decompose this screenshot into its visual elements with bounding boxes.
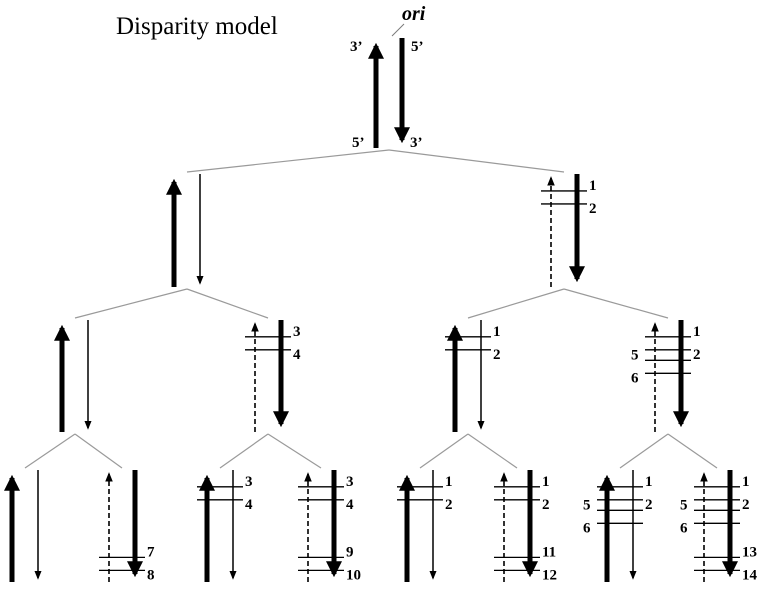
diagram-title: Disparity model [116,13,278,40]
branch-line [467,433,518,469]
mutation-label-1: 1 [493,324,501,340]
strand-end-top-right: 5’ [411,39,424,55]
mutation-label-1: 1 [693,324,701,340]
strand-end-bottom-right: 3’ [410,135,423,151]
origin-label: ori [402,3,426,25]
duplex-gen2-4: 1 2 5 6 [631,320,701,432]
branch-line [419,433,469,469]
branch-line [467,288,565,319]
mutation-label-3: 3 [245,474,253,490]
mutation-label-13: 13 [742,544,757,560]
duplex-gen3-7: 1 2 5 6 [583,470,653,582]
mutation-label-6: 6 [631,370,639,386]
mutation-label-8: 8 [147,567,155,583]
mutation-label-2: 2 [542,497,550,513]
branch-line [219,433,269,469]
mutation-label-2: 2 [493,347,501,363]
mutation-label-6: 6 [680,520,688,536]
mutation-label-1: 1 [542,474,550,490]
duplex-gen3-5: 12 [397,470,453,582]
branch-line [74,288,188,319]
mutation-label-14: 14 [742,567,758,583]
branch-line [186,149,390,173]
branch-line [619,433,669,469]
strand-end-top-left: 3’ [350,39,363,55]
branch-line [267,433,322,469]
mutation-label-9: 9 [346,544,354,560]
branch-line [563,288,669,319]
mutation-label-6: 6 [583,520,591,536]
duplex-gen2-2: 34 [245,320,301,432]
origin-leader-line [391,23,405,37]
mutation-label-4: 4 [293,347,301,363]
branch-lines [24,149,718,469]
branch-line [667,433,718,469]
mutation-label-1: 1 [742,474,750,490]
mutation-label-5: 5 [631,347,639,363]
mutation-label-2: 2 [445,497,453,513]
duplex-gen1-1 [165,174,204,287]
strand-end-bottom-left: 5’ [352,135,365,151]
mutation-label-3: 3 [346,474,354,490]
mutation-label-1: 1 [445,474,453,490]
mutation-label-4: 4 [346,497,354,513]
duplex-gen1-2: 12 [541,174,597,287]
duplex-gen3-1 [3,470,42,582]
branch-line [24,433,76,469]
mutation-label-1: 1 [589,178,597,194]
duplex-gen0-1 [367,38,411,148]
branch-line [186,288,269,319]
mutation-label-2: 2 [589,201,597,217]
mutation-label-11: 11 [542,544,556,560]
duplex-gen2-1 [53,320,92,432]
mutation-label-2: 2 [693,347,701,363]
mutation-label-5: 5 [583,497,591,513]
duplex-gen3-2: 78 [99,470,155,583]
branch-line [74,433,123,469]
duplex-gen3-8: 1 2 5 6 13 14 [680,470,758,583]
mutation-label-4: 4 [245,497,253,513]
duplex-gen3-4: 3 4 9 10 [298,470,361,583]
duplex-gen2-3: 12 [445,320,501,432]
mutation-label-7: 7 [147,544,155,560]
duplex-gen3-3: 34 [197,470,253,582]
branch-line [388,149,565,173]
mutation-label-10: 10 [346,567,361,583]
mutation-label-3: 3 [293,324,301,340]
mutation-label-2: 2 [645,497,653,513]
mutation-label-2: 2 [742,497,750,513]
mutation-label-5: 5 [680,497,688,513]
mutation-label-12: 12 [542,567,557,583]
mutation-label-1: 1 [645,474,653,490]
